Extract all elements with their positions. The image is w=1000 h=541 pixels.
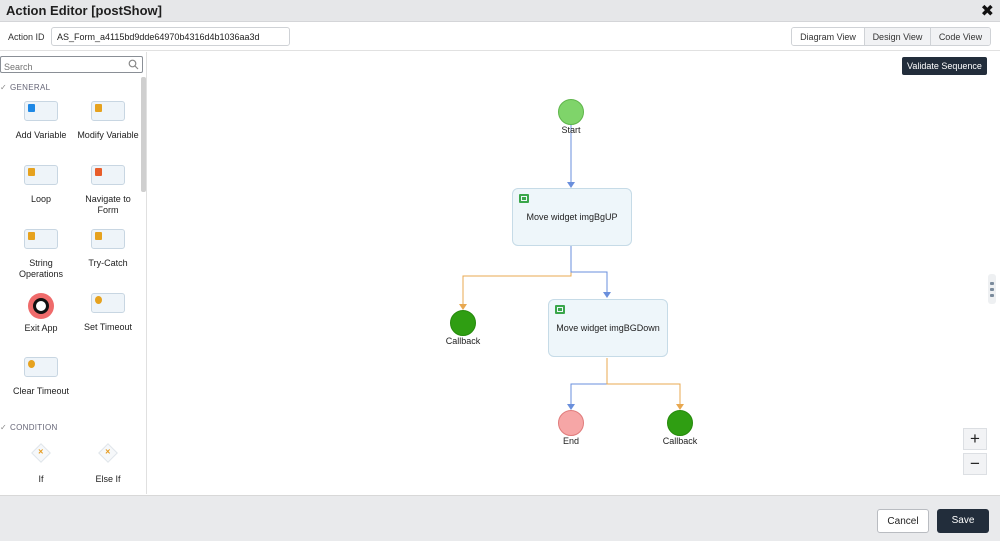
- section-general[interactable]: ✓GENERAL: [0, 83, 50, 92]
- string-operations-icon: [24, 229, 58, 249]
- arrow-head: [459, 304, 467, 310]
- link-action2-end: [570, 358, 608, 405]
- action-node-label: Move widget imgBGDown: [556, 323, 660, 333]
- palette-item-label: Modify Variable: [77, 130, 139, 140]
- modify-variable-icon: [91, 101, 125, 121]
- palette-item-label: Loop: [30, 194, 52, 204]
- search-icon[interactable]: [128, 59, 139, 70]
- callback-label: Callback: [445, 336, 481, 346]
- action-id-bar: Action ID AS_Form_a4115bd9dde64970b4316d…: [0, 23, 1000, 51]
- palette-item-label: Else If: [95, 474, 121, 484]
- clear-timeout-icon: [24, 357, 58, 377]
- arrow-head: [676, 404, 684, 410]
- dialog-footer: Cancel Save: [0, 495, 1000, 541]
- search-box: [0, 56, 143, 75]
- close-icon[interactable]: ✖: [980, 3, 994, 20]
- palette-item-string-operations[interactable]: String Operations: [8, 229, 74, 280]
- tab-design-view[interactable]: Design View: [864, 28, 930, 45]
- start-label: Start: [561, 125, 581, 135]
- move-widget-icon: [519, 194, 529, 203]
- section-condition[interactable]: ✓CONDITION: [0, 423, 58, 432]
- arrow-head: [603, 292, 611, 298]
- palette-item-else-if[interactable]: × Else If: [75, 443, 141, 485]
- tab-diagram-view[interactable]: Diagram View: [792, 28, 864, 45]
- palette-item-label: Try-Catch: [88, 258, 128, 268]
- move-widget-icon: [555, 305, 565, 314]
- palette-item-label: String Operations: [18, 258, 64, 279]
- palette-item-label: Add Variable: [15, 130, 67, 140]
- try-catch-icon: [91, 229, 125, 249]
- link-action1-action2: [570, 246, 608, 293]
- save-button[interactable]: Save: [937, 509, 989, 533]
- view-switcher: Diagram View Design View Code View: [791, 27, 991, 46]
- panel-resize-handle[interactable]: [988, 274, 996, 304]
- callback-label: Callback: [662, 436, 698, 446]
- palette-item-label: Clear Timeout: [12, 386, 70, 396]
- palette-item-try-catch[interactable]: Try-Catch: [75, 229, 141, 269]
- navigate-form-icon: [91, 165, 125, 185]
- arrow-head: [567, 182, 575, 188]
- search-input[interactable]: [1, 59, 121, 75]
- end-node[interactable]: [558, 410, 584, 436]
- palette-item-label: Exit App: [24, 323, 58, 333]
- action-id-label: Action ID: [8, 32, 45, 42]
- section-condition-label: CONDITION: [10, 423, 58, 432]
- action-node-move-imgbgup[interactable]: Move widget imgBgUP: [512, 188, 632, 246]
- window-titlebar: Action Editor [postShow] ✖: [0, 0, 1000, 22]
- section-general-label: GENERAL: [10, 83, 51, 92]
- callback-node[interactable]: [667, 410, 693, 436]
- arrow-head: [567, 404, 575, 410]
- actions-palette: ✓GENERAL Add Variable Modify Variable Lo…: [0, 52, 147, 494]
- action-id-field[interactable]: AS_Form_a4115bd9dde64970b4316d4b1036aa3d: [51, 27, 290, 46]
- palette-item-add-variable[interactable]: Add Variable: [8, 101, 74, 141]
- palette-item-label: If: [38, 474, 44, 484]
- zoom-out-button[interactable]: −: [963, 453, 987, 475]
- chevron-down-icon: ✓: [0, 83, 8, 92]
- tab-code-view[interactable]: Code View: [930, 28, 990, 45]
- add-variable-icon: [24, 101, 58, 121]
- palette-item-if[interactable]: × If: [8, 443, 74, 485]
- callback-node[interactable]: [450, 310, 476, 336]
- exit-app-icon: [28, 293, 54, 319]
- link-action1-callback: [462, 246, 572, 305]
- palette-item-set-timeout[interactable]: Set Timeout: [75, 293, 141, 333]
- palette-item-navigate-to-form[interactable]: Navigate to Form: [75, 165, 141, 216]
- action-node-move-imgbgdown[interactable]: Move widget imgBGDown: [548, 299, 668, 357]
- palette-item-clear-timeout[interactable]: Clear Timeout: [8, 357, 74, 397]
- palette-item-loop[interactable]: Loop: [8, 165, 74, 205]
- action-node-label: Move widget imgBgUP: [526, 212, 618, 222]
- start-node[interactable]: [558, 99, 584, 125]
- cancel-button[interactable]: Cancel: [877, 509, 929, 533]
- sidebar-scrollbar[interactable]: [141, 77, 146, 192]
- chevron-down-icon: ✓: [0, 423, 8, 432]
- palette-item-label: Set Timeout: [83, 322, 133, 332]
- zoom-in-button[interactable]: +: [963, 428, 987, 450]
- link-action2-callback: [606, 358, 681, 405]
- palette-item-label: Navigate to Form: [85, 194, 131, 215]
- palette-item-modify-variable[interactable]: Modify Variable: [75, 101, 141, 141]
- loop-icon: [24, 165, 58, 185]
- validate-sequence-button[interactable]: Validate Sequence: [902, 57, 987, 75]
- end-label: End: [562, 436, 579, 446]
- palette-item-exit-app[interactable]: Exit App: [8, 293, 74, 334]
- window-title: Action Editor [postShow]: [6, 3, 162, 18]
- set-timeout-icon: [91, 293, 125, 313]
